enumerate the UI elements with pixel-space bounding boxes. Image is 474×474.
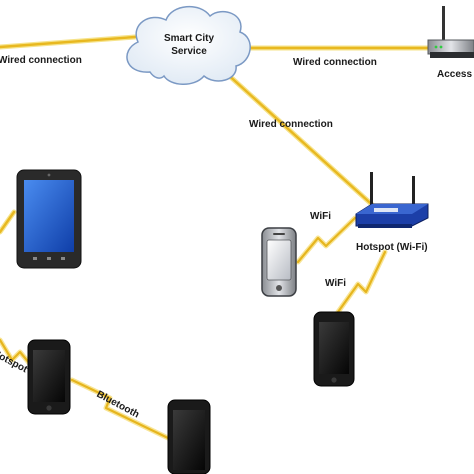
black-phone-right xyxy=(313,311,355,387)
hotspot-bolt xyxy=(0,337,33,367)
wifi-bolt-lower xyxy=(335,249,388,315)
cloud-label-line2: Service xyxy=(171,46,207,57)
hotspot-router-label: Hotspot (Wi-Fi) xyxy=(356,242,428,253)
tablet-device xyxy=(16,169,82,269)
wifi-phone-label: WiFi xyxy=(310,211,331,222)
wifi-bolt-phone xyxy=(295,215,358,265)
bluetooth-bolt xyxy=(69,377,171,441)
access-point-device xyxy=(427,6,474,58)
gray-smartphone-screen xyxy=(266,239,292,281)
wired-connection-left-line xyxy=(0,34,138,50)
access-point-label: Access xyxy=(437,69,472,80)
wired-connection-right-label: Wired connection xyxy=(293,57,377,68)
smart-city-cloud: Smart City Service xyxy=(126,6,251,85)
wired-connection-diagonal-label: Wired connection xyxy=(249,119,333,130)
hotspot-router-icon xyxy=(355,172,429,228)
wired-connection-diagonal-line xyxy=(222,69,381,213)
tablet-wire-stub xyxy=(0,209,17,235)
black-phone-bottom xyxy=(167,399,211,474)
wired-connection-left-label: Wired connection xyxy=(0,55,82,66)
black-phone-left xyxy=(27,339,71,415)
wifi-lower-label: WiFi xyxy=(325,278,346,289)
tablet-screen xyxy=(24,180,74,252)
cloud-label-line1: Smart City xyxy=(164,33,214,44)
gray-smartphone-device xyxy=(261,227,297,297)
